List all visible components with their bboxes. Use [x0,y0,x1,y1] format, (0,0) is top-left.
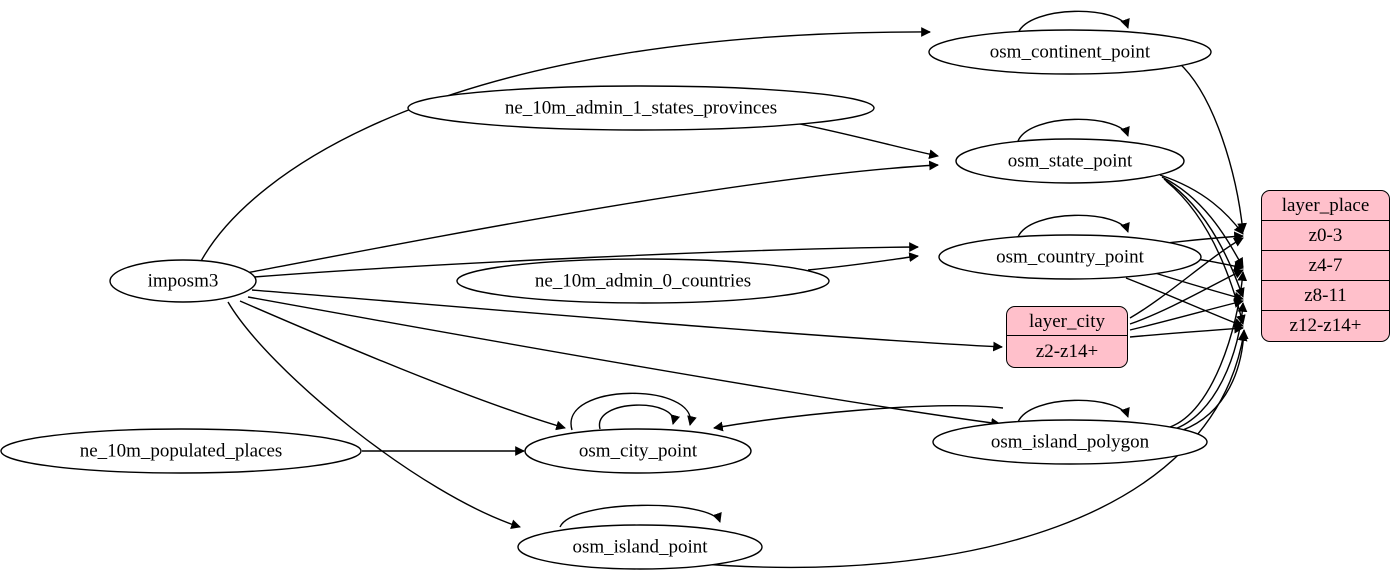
edge-osm-country-point-to-layer-place-z12-z14 [1125,277,1244,328]
layer-place-row-z8-11[interactable]: z8-11 [1262,281,1389,311]
edge-imposm3-to-osm-country-point [253,242,919,278]
node-osm-island-polygon-label: osm_island_polygon [991,431,1150,452]
node-osm-state-point-label: osm_state_point [1008,150,1133,171]
node-osm-city-point[interactable]: osm_city_point [524,428,752,474]
edge-ne-countries-to-osm-country-point [807,252,919,271]
node-osm-continent-point-label: osm_continent_point [990,41,1151,62]
node-osm-state-point[interactable]: osm_state_point [955,138,1185,184]
node-osm-island-point[interactable]: osm_island_point [517,524,763,570]
layer-city-header: layer_city [1007,307,1127,336]
node-imposm3[interactable]: imposm3 [109,259,257,303]
edge-osm-island-point-to-layer-place-z12-z14 [689,331,1248,569]
record-node-layer-place[interactable]: layer_place z0-3 z4-7 z8-11 z12-z14+ [1261,190,1390,342]
edge-imposm3-to-osm-island-point [227,301,521,529]
node-ne-10m-admin-1-states-provinces[interactable]: ne_10m_admin_1_states_provinces [407,85,875,131]
edge-osm-continent-point-to-layer-place-z0-3 [1177,61,1247,233]
edge-osm-state-point-to-layer-place-z4-7 [1161,176,1244,268]
node-imposm3-label: imposm3 [148,270,219,291]
edge-self-loop-inner-osm-city-point [599,404,681,430]
edge-ne-states-provinces-to-osm-state-point [789,121,939,159]
edge-osm-country-point-to-layer-place-z8-11 [1151,271,1244,302]
layer-city-row-z2-z14[interactable]: z2-z14+ [1035,341,1099,362]
edge-osm-state-point-to-layer-place-z8-11 [1163,178,1245,298]
edge-osm-island-polygon-to-osm-city-point [713,405,1004,432]
node-osm-continent-point[interactable]: osm_continent_point [928,29,1212,75]
edge-layer-city-to-layer-place-z0-3 [1129,237,1244,319]
node-osm-country-point[interactable]: osm_country_point [938,234,1202,280]
edge-self-loop-osm-country-point [1017,214,1130,238]
node-ne-10m-admin-0-countries-label: ne_10m_admin_0_countries [535,270,751,291]
nodes-layer: imposm3 ne_10m_admin_1_states_provinces … [0,29,1212,570]
edge-self-loop-osm-island-point [559,504,722,528]
node-osm-city-point-label: osm_city_point [579,440,698,461]
layer-place-row-z0-3[interactable]: z0-3 [1262,221,1389,251]
edge-osm-country-point-to-layer-place-z0-3 [1165,231,1244,244]
node-ne-10m-populated-places[interactable]: ne_10m_populated_places [0,428,362,474]
edge-imposm3-to-layer-city [251,289,1003,352]
layer-place-row-z12-z14[interactable]: z12-z14+ [1289,315,1362,336]
node-ne-10m-admin-0-countries[interactable]: ne_10m_admin_0_countries [456,258,830,304]
edge-self-loop-osm-continent-point [1017,10,1130,34]
edge-self-loop-osm-island-polygon [1017,399,1130,423]
node-osm-island-point-label: osm_island_point [572,536,708,557]
edge-imposm3-to-osm-continent-point [199,27,931,264]
node-ne-10m-admin-1-states-provinces-label: ne_10m_admin_1_states_provinces [505,97,777,118]
edge-layer-city-to-layer-place-z4-7 [1129,269,1244,325]
node-osm-country-point-label: osm_country_point [996,246,1144,267]
edge-self-loop-osm-state-point [1017,118,1130,142]
layer-place-header: layer_place [1262,191,1389,221]
layer-place-row-z4-7[interactable]: z4-7 [1262,251,1389,281]
edge-osm-state-point-to-layer-place-z0-3 [1159,174,1244,235]
edge-layer-city-to-layer-place-z12-z14 [1129,323,1244,338]
node-osm-island-polygon[interactable]: osm_island_polygon [932,419,1208,465]
edge-imposm3-to-osm-city-point [239,300,566,431]
edge-osm-island-polygon-to-layer-place-z8-11 [1171,302,1248,431]
record-node-layer-city[interactable]: layer_city z2-z14+ [1006,306,1128,368]
node-ne-10m-populated-places-label: ne_10m_populated_places [80,440,283,461]
edge-layer-city-to-layer-place-z8-11 [1129,298,1244,331]
edge-imposm3-to-osm-island-polygon [247,296,1001,428]
edge-osm-island-polygon-to-layer-place-z4-7 [1169,271,1248,428]
edge-imposm3-to-osm-state-point [245,160,939,274]
edge-osm-island-polygon-to-layer-place-z12-z14 [1173,329,1249,434]
edges-layer [199,10,1249,569]
edge-self-loop-outer-osm-city-point [570,392,697,431]
